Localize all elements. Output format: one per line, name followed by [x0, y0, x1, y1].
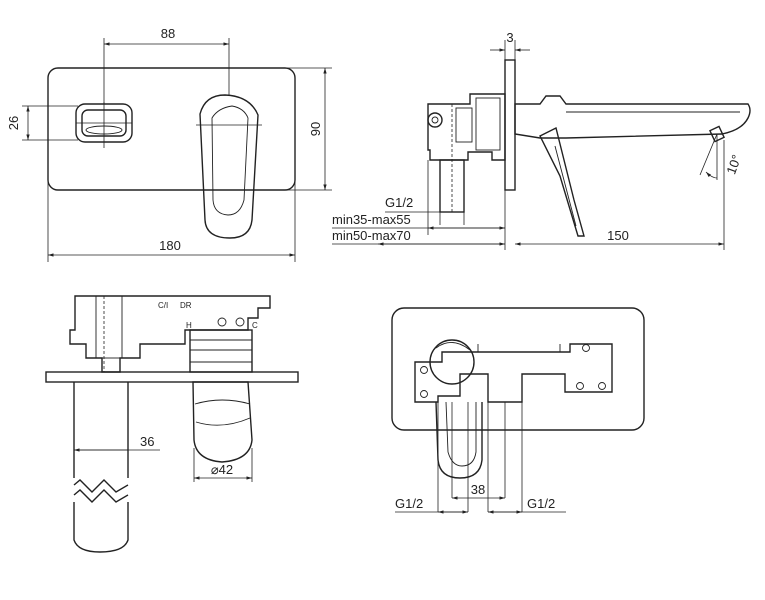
- dim-br-g12-left: G1/2: [395, 496, 468, 514]
- side-wall-plate: [504, 59, 516, 191]
- dim-42-label: ⌀42: [211, 462, 233, 477]
- dim-180: 180: [47, 175, 296, 262]
- dim-90-label: 90: [308, 122, 323, 136]
- bl-wall-plate: [45, 371, 299, 383]
- bl-cartridge: [189, 329, 253, 373]
- side-view: 3 G1/2 min35-max55 min50-max70 150: [332, 30, 751, 250]
- front-wall-plate: [47, 67, 296, 191]
- side-lever: [539, 126, 585, 237]
- front-outlet: [75, 102, 133, 148]
- dim-150-label: 150: [607, 228, 629, 243]
- br-lever: [429, 339, 483, 479]
- dim-3: 3: [490, 30, 530, 60]
- dim-26: 26: [6, 105, 78, 141]
- dim-angle-10: 10°: [699, 133, 744, 180]
- dim-36-label: 36: [140, 434, 154, 449]
- dim-88-label: 88: [161, 26, 175, 41]
- dim-min35-max55-label: min35-max55: [332, 212, 411, 227]
- br-concealed-body: [414, 343, 613, 403]
- dim-min50-max70-label: min50-max70: [332, 228, 411, 243]
- bl-marking-ci: C/I: [158, 301, 168, 310]
- dim-br-g12-left-label: G1/2: [395, 496, 423, 511]
- bl-marking-c: C: [252, 321, 258, 330]
- dim-88: 88: [103, 26, 230, 104]
- dim-3-label: 3: [506, 30, 513, 45]
- dim-38: 38: [451, 402, 506, 500]
- bl-concealed-body: C/I DR H C: [69, 295, 271, 373]
- side-spout: [514, 95, 751, 143]
- dim-angle-10-label: 10°: [723, 153, 744, 177]
- dim-38-label: 38: [471, 482, 485, 497]
- bl-handle-lever: [192, 381, 253, 463]
- dim-150: 150: [515, 140, 725, 250]
- front-view: 88 26 90 180: [6, 26, 332, 262]
- dim-side-g12: G1/2: [385, 195, 465, 225]
- br-inlets: [437, 402, 523, 512]
- bl-marking-h: H: [186, 321, 192, 330]
- bl-outlet-pipe: [73, 382, 129, 553]
- br-wall-plate: [391, 307, 645, 431]
- bl-marking-dr: DR: [180, 301, 192, 310]
- dim-br-g12-right-label: G1/2: [527, 496, 555, 511]
- bottom-left-view: C/I DR H C 36: [45, 295, 299, 553]
- dim-36: 36: [74, 434, 160, 452]
- side-concealed-body: [427, 93, 506, 213]
- dim-180-label: 180: [159, 238, 181, 253]
- dim-br-g12-right: G1/2: [488, 496, 566, 514]
- dim-42: ⌀42: [193, 448, 253, 482]
- dim-min50-max70: min50-max70: [332, 190, 506, 250]
- bottom-right-view: 38 G1/2 G1/2: [391, 307, 645, 514]
- dim-26-label: 26: [6, 116, 21, 130]
- dim-90: 90: [283, 67, 332, 191]
- dim-min35-max55: min35-max55: [332, 160, 505, 235]
- dim-side-g12-label: G1/2: [385, 195, 413, 210]
- front-handle-lever: [196, 94, 262, 239]
